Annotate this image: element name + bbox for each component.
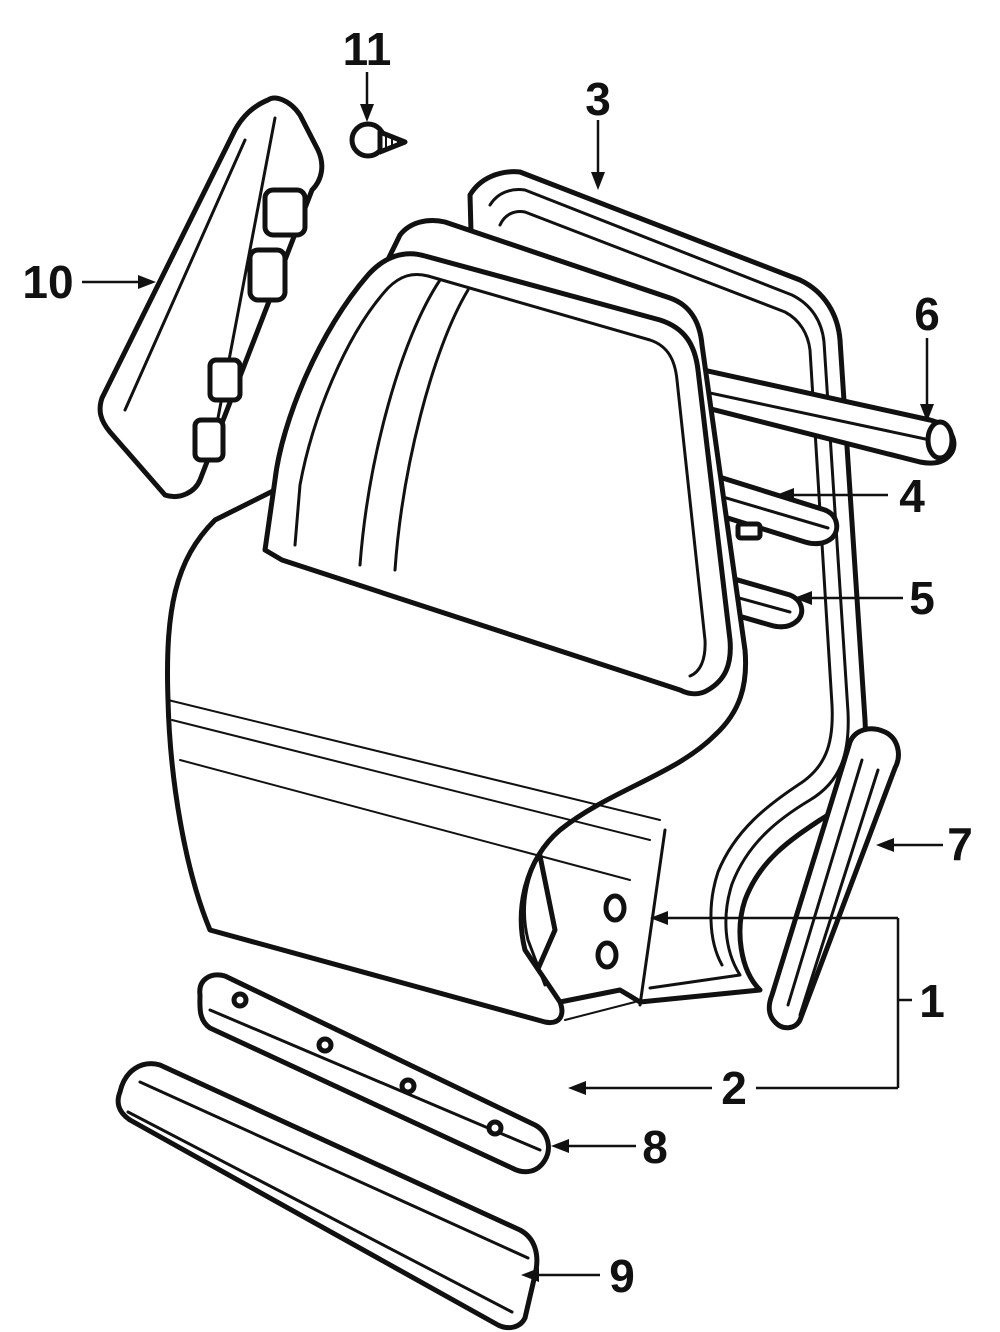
garnish-10 <box>97 95 325 499</box>
callout-5: 5 <box>909 572 935 624</box>
leader-2 <box>568 1081 898 1095</box>
leader-9 <box>521 1268 600 1282</box>
leader-3 <box>591 120 605 190</box>
leader-6 <box>920 338 934 422</box>
leader-1 <box>650 911 912 1088</box>
callout-4: 4 <box>899 470 925 522</box>
leader-5 <box>794 591 903 605</box>
leader-7 <box>876 838 943 852</box>
moulding-9 <box>115 1061 540 1331</box>
leader-10 <box>82 275 156 289</box>
callout-1: 1 <box>919 975 945 1027</box>
leader-11 <box>360 72 374 122</box>
channel-7 <box>766 726 901 1031</box>
callout-10: 10 <box>22 256 73 308</box>
leader-8 <box>551 1139 636 1153</box>
moulding-8 <box>197 972 551 1175</box>
callout-7: 7 <box>947 818 973 870</box>
callout-11: 11 <box>343 23 392 75</box>
callout-2: 2 <box>721 1062 747 1114</box>
clip-11 <box>349 121 408 159</box>
callout-9: 9 <box>609 1250 635 1302</box>
callout-8: 8 <box>642 1121 668 1173</box>
door-shell-2 <box>165 218 749 1026</box>
callout-6: 6 <box>914 288 940 340</box>
callout-3: 3 <box>585 73 611 125</box>
leader-4 <box>776 488 888 502</box>
